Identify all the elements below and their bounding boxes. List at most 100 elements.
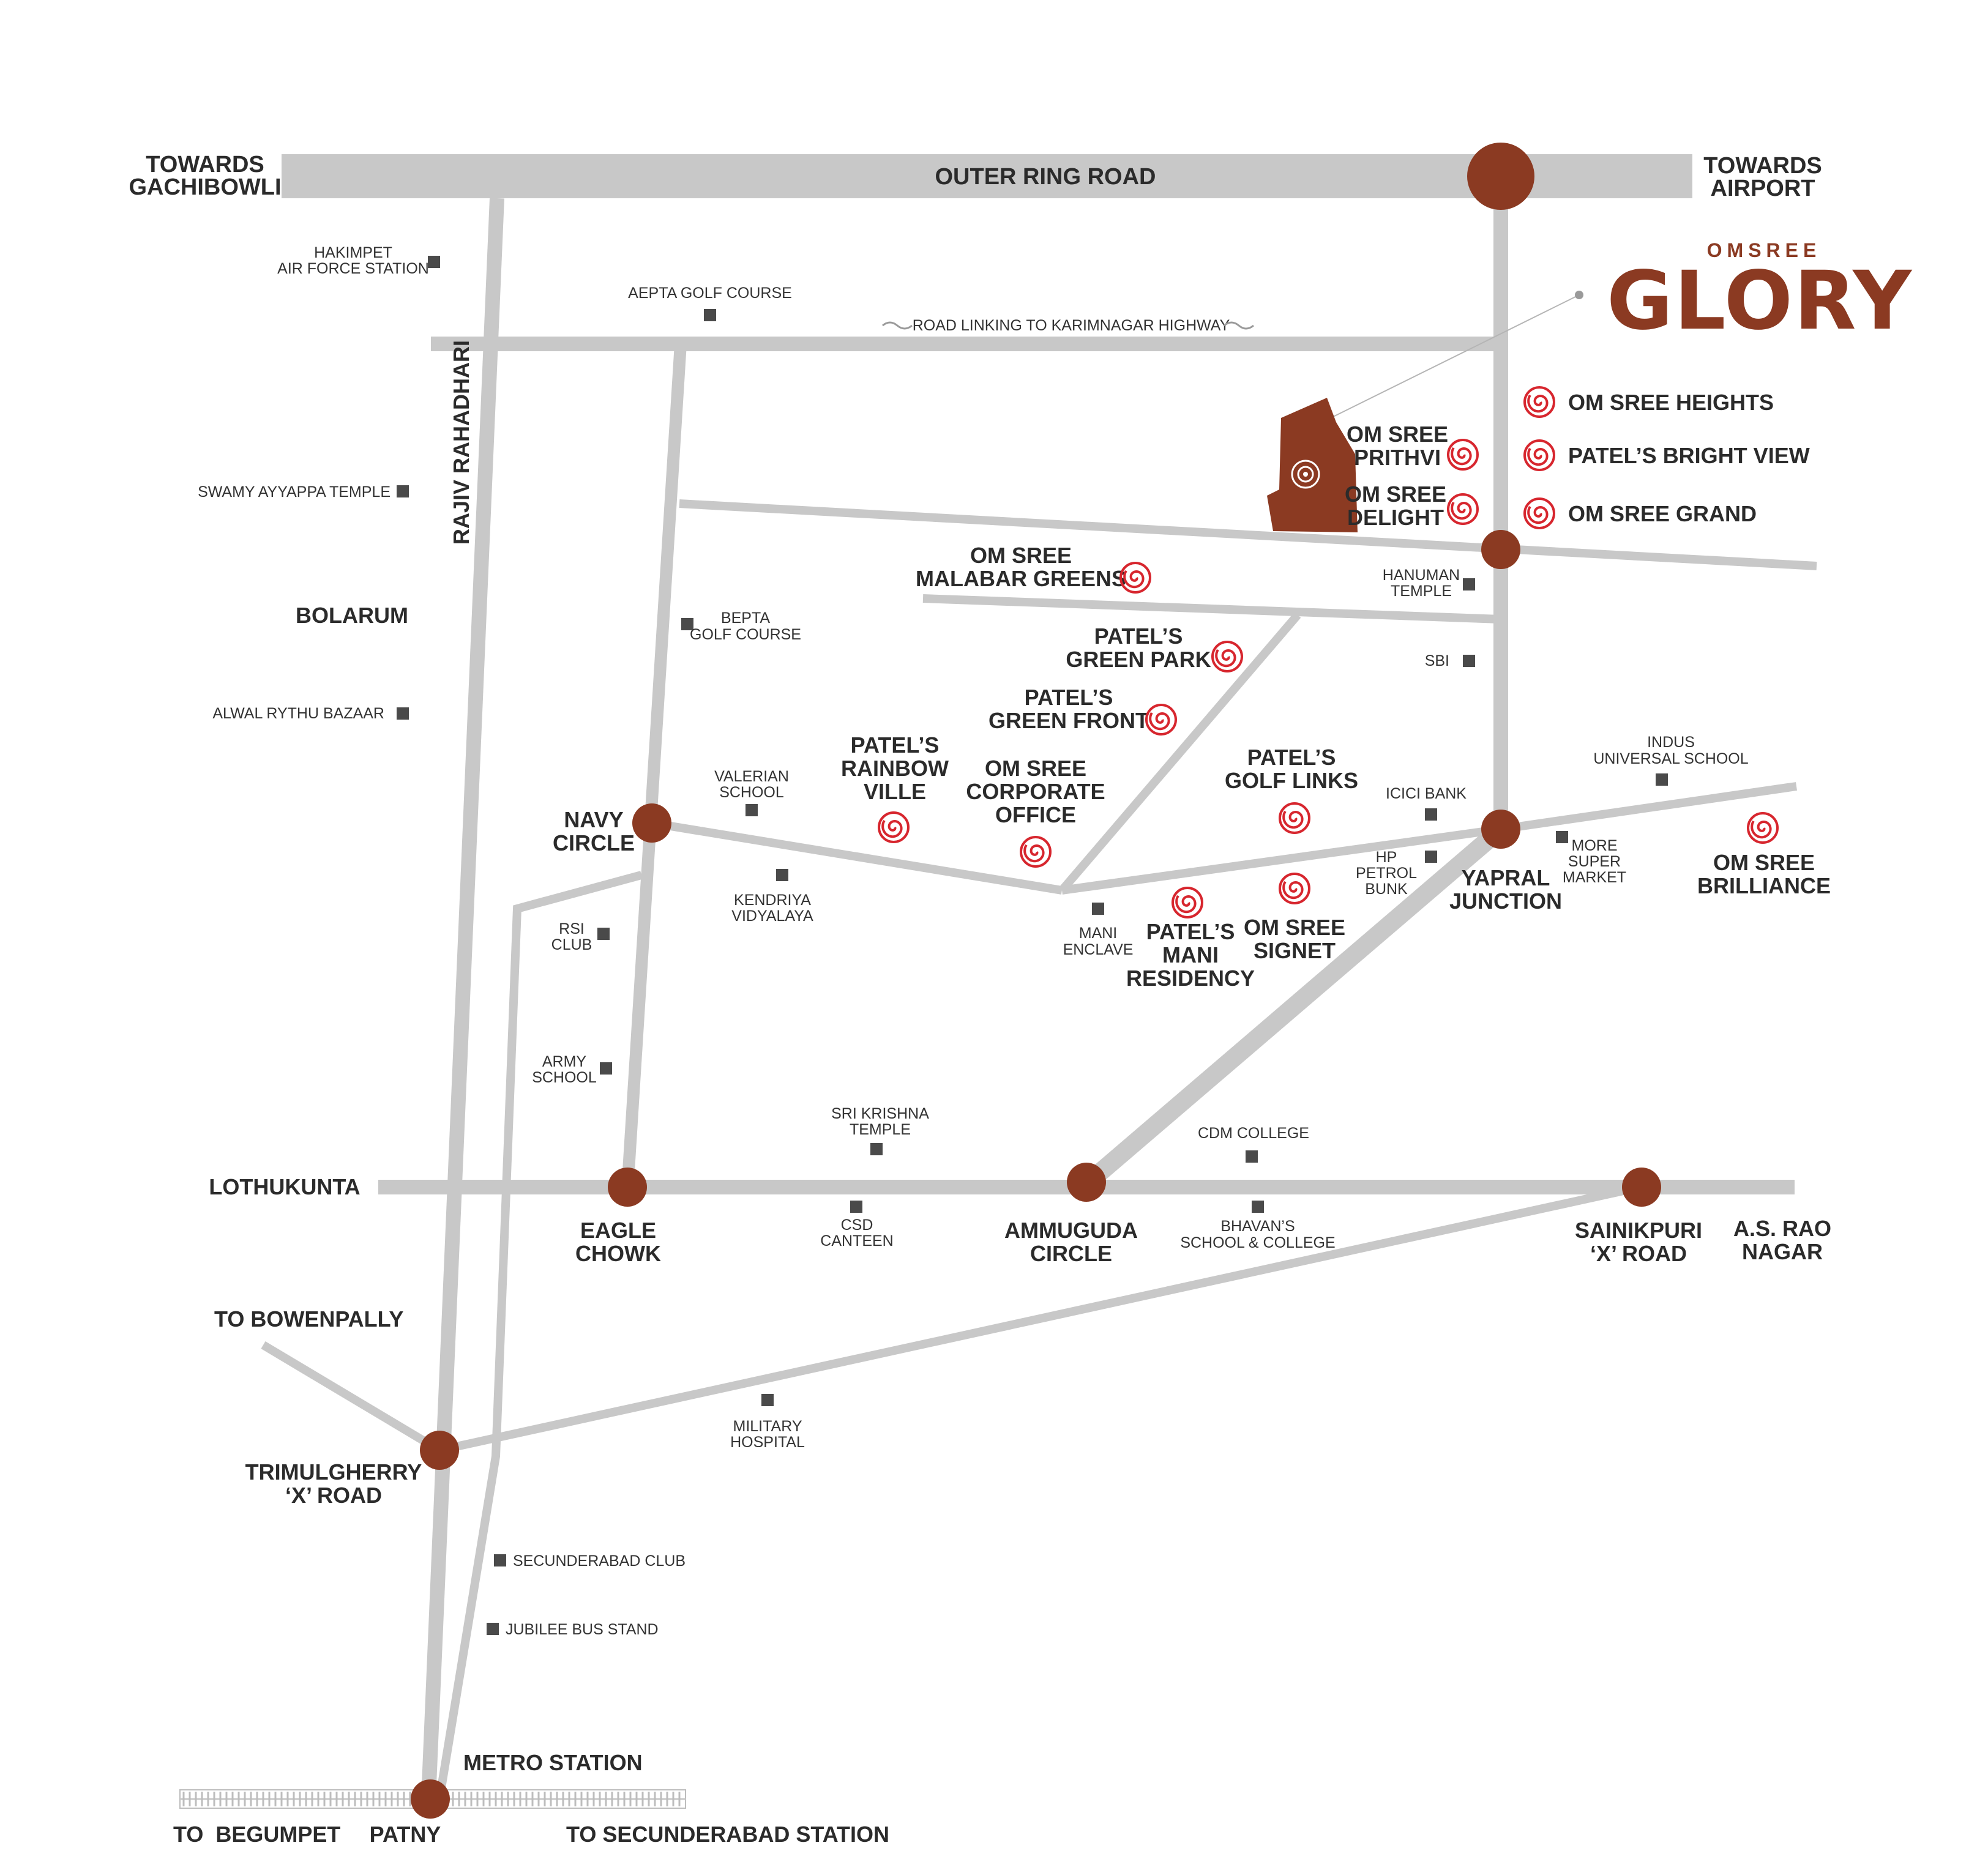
hp-label-1: HP [1376,849,1397,866]
more-label-2: SUPER [1568,853,1621,870]
krishna-label-1: SRI KRISHNA [831,1105,929,1122]
patny-label: PATNY [370,1822,441,1847]
landmark-square-icon [428,256,440,268]
landmark-square-icon [704,309,716,321]
junction-markers [411,143,1661,1819]
icici-label: ICICI BANK [1386,785,1467,802]
road-yapral-east [1500,782,1798,833]
corporate-label-1: OM SREE [985,756,1086,781]
navy-circle-label-1: NAVY [564,807,623,832]
aepta-label: AEPTA GOLF COURSE [628,285,792,302]
prithvi-label-1: OM SREE [1347,422,1448,447]
sbi-label: SBI [1425,652,1449,669]
bepta-label-2: GOLF COURSE [690,626,801,643]
ammuguda-circle-label-2: CIRCLE [1030,1241,1112,1266]
project-spiral-icon [1020,836,1052,868]
brand-logo: OMSREE GLORY [1607,239,1911,348]
landmark-square-icon [397,485,409,497]
hp-label-3: BUNK [1365,881,1408,898]
bright-view-label: PATEL’S BRIGHT VIEW [1568,443,1810,468]
sainikpuri-label-1: SAINIKPURI [1575,1218,1702,1243]
delight-label-2: DELIGHT [1347,505,1444,530]
trimulgherry-label-2: ‘X’ ROAD [285,1483,382,1508]
project-spiral-icon [1172,887,1203,918]
project-spiral-icon [1211,641,1243,672]
hakimpet-label-1: HAKIMPET [314,244,392,261]
road-west-branch [435,871,643,1800]
project-spiral-icon [1119,562,1151,594]
sainikpuri-label-2: ‘X’ ROAD [1590,1241,1687,1266]
indus-label-2: UNIVERSAL SCHOOL [1593,750,1748,767]
brilliance-label-2: BRILLIANCE [1697,873,1831,898]
army-label-1: ARMY [542,1053,587,1070]
landmark-square-icon [597,928,610,940]
road-sainikpuri-trimulgherry [438,1183,1642,1455]
junction-prithvi-road [1481,530,1520,569]
outer-ring-road [282,154,1692,198]
rsi-label-1: RSI [559,920,585,937]
bepta-label-1: BEPTA [721,609,770,627]
project-labels: OM SREE PRITHVI OM SREE DELIGHT OM SREE … [841,390,1831,991]
rsi-label-2: CLUB [551,936,592,953]
rainbow-label-2: RAINBOW [841,756,949,781]
road-malabar [922,594,1501,624]
road-diagonal-center [1058,612,1301,893]
kendriya-label-1: KENDRIYA [734,892,811,909]
mani-enclave-label-2: ENCLAVE [1063,941,1134,958]
to-bowenpally-label: TO BOWENPALLY [214,1306,403,1332]
kendriya-label-2: VIDYALAYA [731,907,813,925]
to-secunderabad-label: TO SECUNDERABAD STATION [566,1822,889,1847]
military-label-2: HOSPITAL [730,1434,805,1451]
green-park-label-1: PATEL’S [1094,624,1183,649]
bhavans-label-2: SCHOOL & COLLEGE [1180,1234,1335,1251]
landmark-square-icon [681,618,693,630]
road-prithvi-east [679,499,1817,570]
rainbow-label-3: VILLE [864,779,926,804]
malabar-label-1: OM SREE [970,543,1072,568]
project-spiral-icon [1145,704,1177,736]
army-label-2: SCHOOL [532,1069,597,1086]
signet-label-1: OM SREE [1244,915,1345,940]
indus-label-1: INDUS [1647,734,1695,751]
landmark-square-icon [1556,831,1568,843]
more-label-1: MORE [1572,837,1618,854]
hp-label-2: PETROL [1356,865,1417,882]
green-park-label-2: GREEN PARK [1066,647,1211,672]
landmark-square-icon [494,1554,506,1566]
landmark-square-icon [761,1394,774,1406]
alwal-label: ALWAL RYTHU BAZAAR [212,705,384,722]
malabar-label-2: MALABAR GREENS [916,566,1126,591]
navy-circle-label-2: CIRCLE [553,830,635,855]
project-spiral-icon [1447,439,1479,471]
grand-label: OM SREE GRAND [1568,501,1757,526]
prithvi-label-2: PRITHVI [1354,445,1441,470]
towards-gachibowli-line1: TOWARDS [146,152,264,177]
project-spiral-icon [1523,386,1555,418]
towards-gachibowli-line2: GACHIBOWLI [129,174,281,200]
valerian-label-2: SCHOOL [719,784,784,801]
yapral-junction [1481,810,1520,849]
cdm-label: CDM COLLEGE [1198,1125,1309,1142]
mani-residency-label-1: PATEL’S [1146,919,1235,944]
military-label-1: MILITARY [733,1418,802,1435]
yapral-junction-label-1: YAPRAL [1462,865,1550,890]
brilliance-label-1: OM SREE [1713,850,1815,875]
wave-left-icon [882,321,913,330]
delight-label-1: OM SREE [1345,482,1446,507]
project-spiral-icon [1447,493,1479,525]
to-begumpet-label: TO BEGUMPET [173,1822,340,1847]
bolarum-label: BOLARUM [296,603,408,628]
road-navy-to-center [651,819,1063,895]
project-spiral-icon [878,811,910,843]
glory-site [1267,291,1583,532]
mani-residency-label-2: MANI [1162,942,1219,967]
landmark-square-icon [1463,655,1475,667]
brand-small-text: OMSREE [1707,239,1822,261]
asrao-nagar-line1: A.S. RAO [1733,1216,1831,1241]
ammuguda-circle-junction [1067,1163,1106,1202]
outer-ring-road-label: OUTER RING ROAD [935,164,1156,190]
glory-site-plot [1267,398,1358,532]
hanuman-label-2: TEMPLE [1391,583,1452,600]
green-front-label-2: GREEN FRONT [988,708,1149,733]
